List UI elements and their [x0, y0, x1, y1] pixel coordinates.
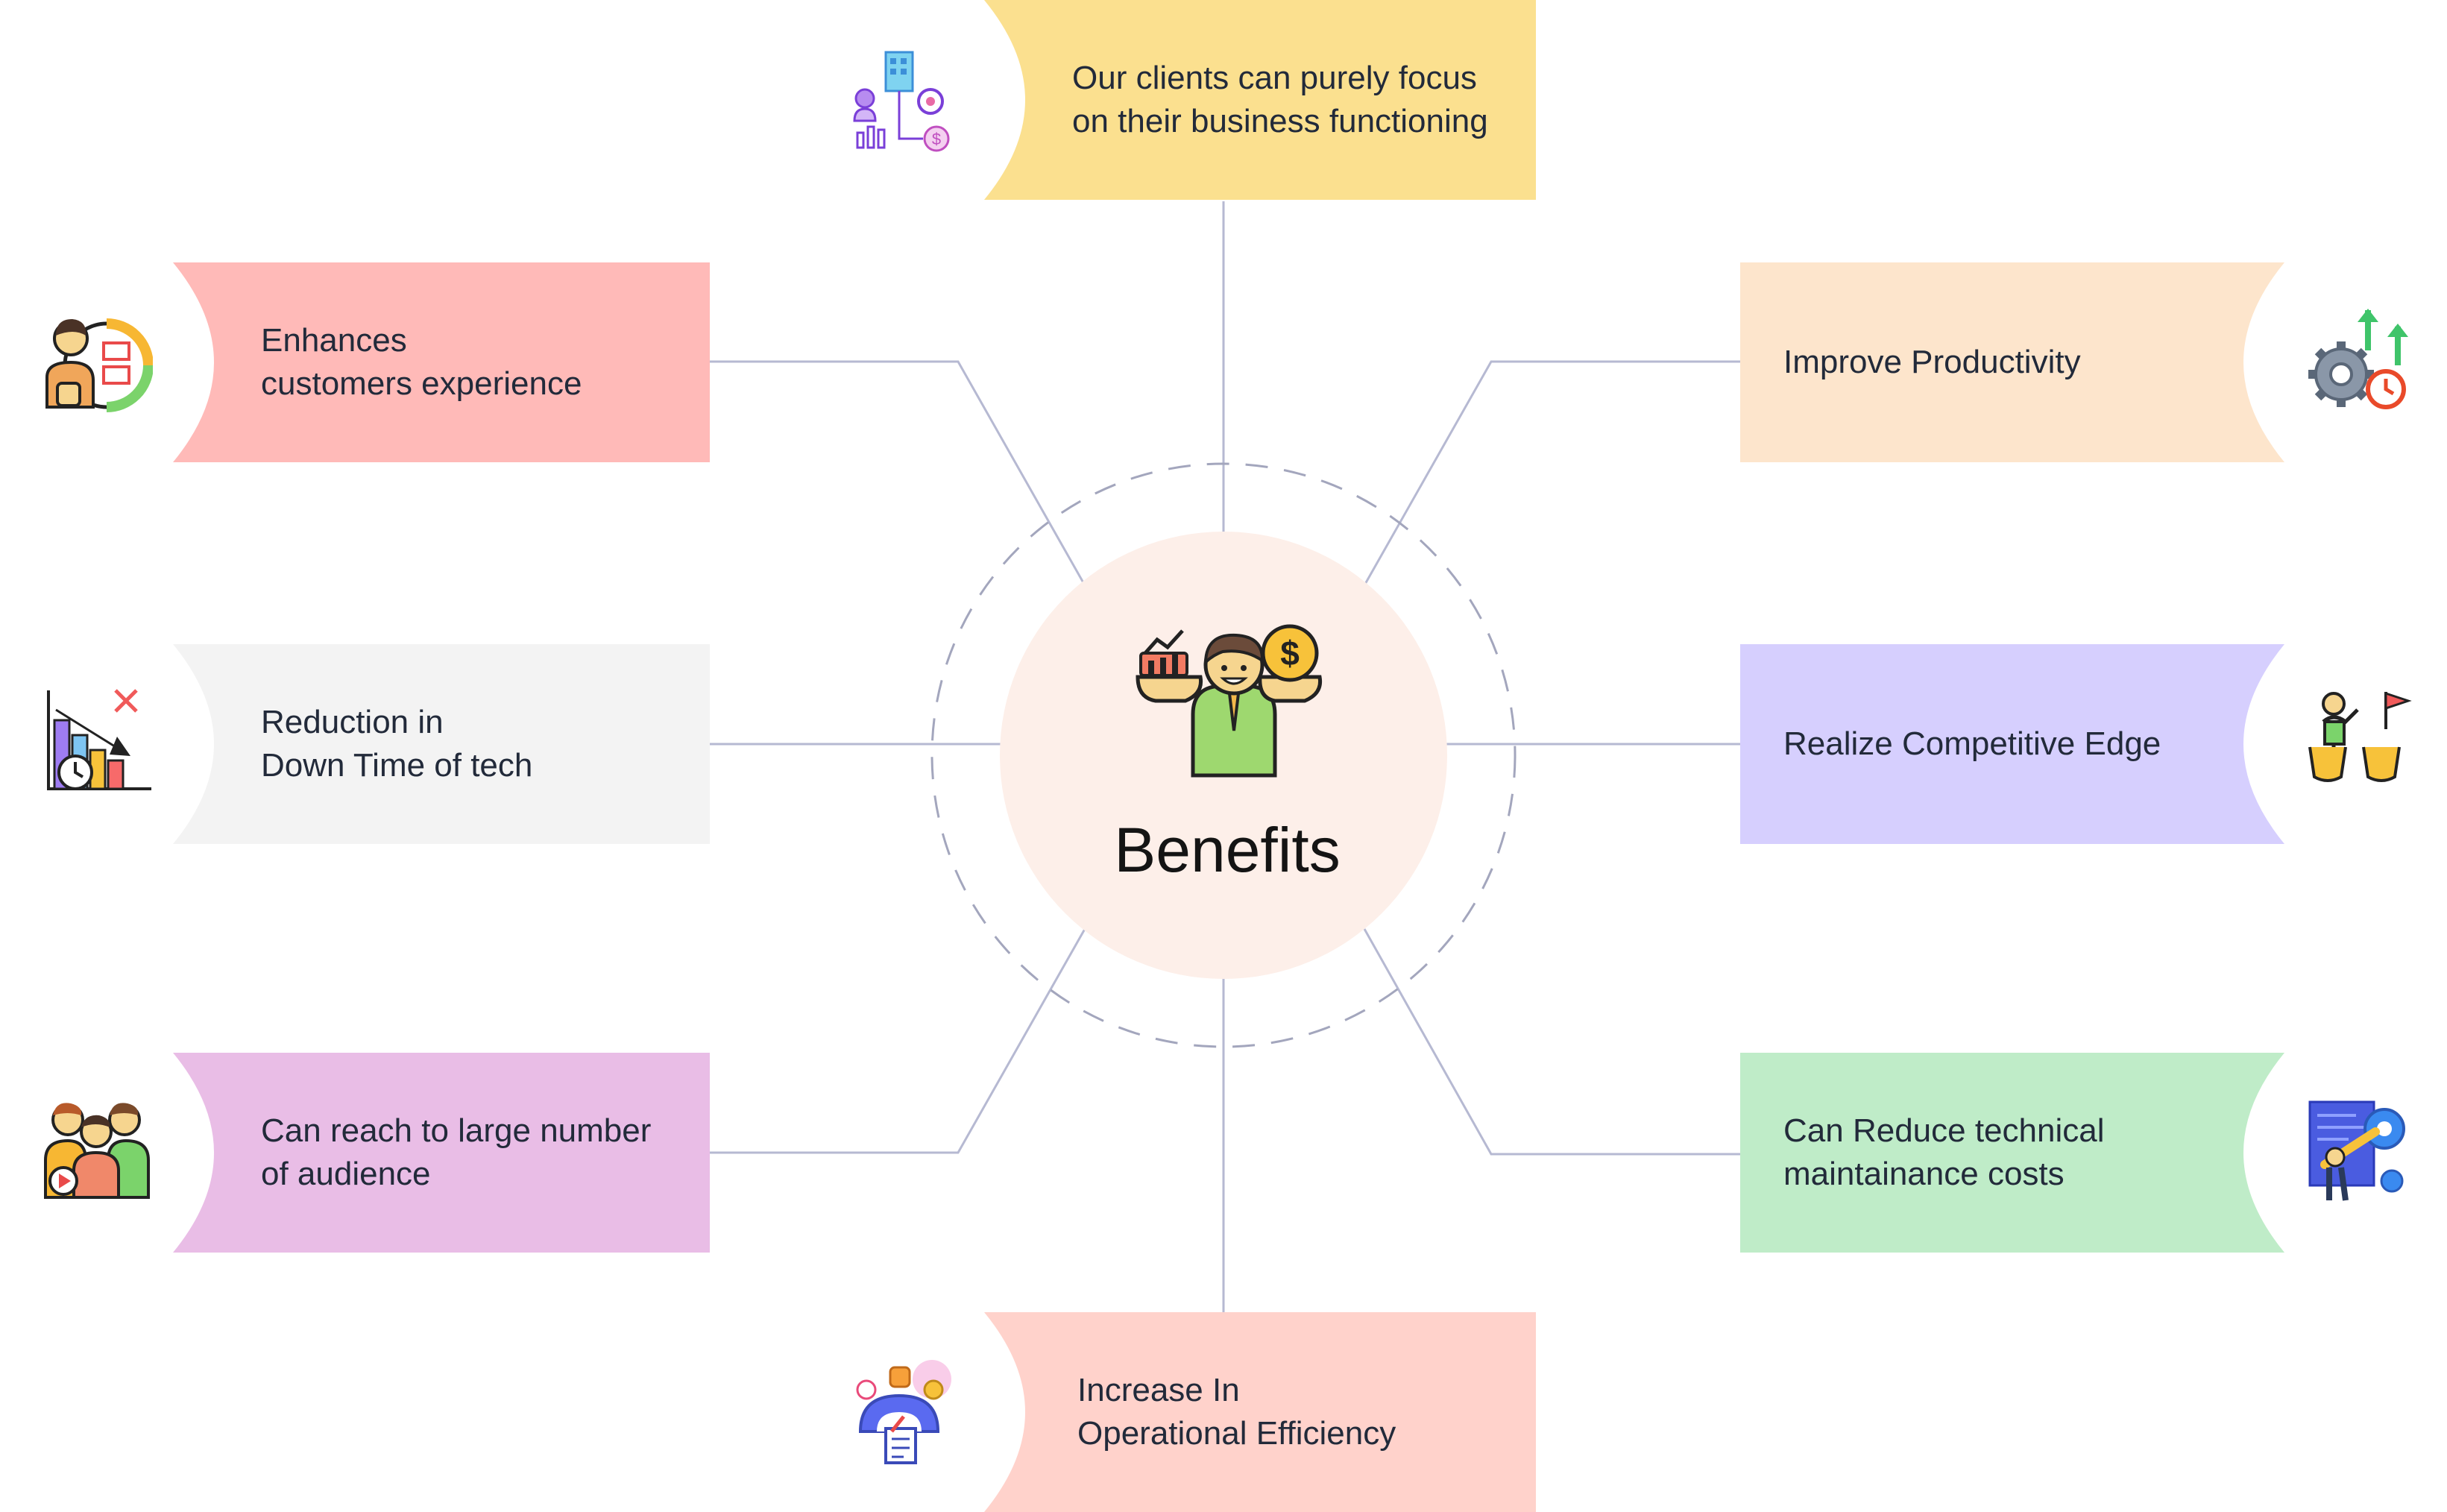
- audience-icon: [41, 1093, 153, 1205]
- benefit-card-maintenance-costs: Can Reduce technical maintainance costs: [1740, 1053, 2284, 1253]
- svg-text:$: $: [932, 130, 941, 148]
- connector-left1: [710, 360, 1086, 586]
- benefit-card-client-focus: Our clients can purely focus on their bu…: [984, 0, 1536, 200]
- benefit-text-downtime: Reduction in Down Time of tech: [261, 704, 533, 784]
- businessman-icon: $: [1136, 624, 1323, 778]
- maintenance-icon: [2304, 1093, 2416, 1205]
- benefit-card-customer-experience: Enhances customers experience: [173, 262, 710, 462]
- customer-checklist-icon: [41, 306, 153, 418]
- business-strategy-icon: $: [848, 46, 960, 158]
- connector-right1: [1363, 360, 1740, 586]
- benefit-text-operational-efficiency: Increase In Operational Efficiency: [1077, 1372, 1396, 1452]
- connector-left3: [710, 928, 1086, 1154]
- dashed-ring: [930, 462, 1517, 1048]
- benefit-text-maintenance-costs: Can Reduce technical maintainance costs: [1783, 1112, 2105, 1192]
- competition-icon: [2304, 684, 2416, 796]
- connector-right3: [1363, 928, 1740, 1156]
- benefit-text-client-focus: Our clients can purely focus on their bu…: [1072, 60, 1488, 139]
- benefit-card-operational-efficiency: Increase In Operational Efficiency: [984, 1312, 1536, 1512]
- benefit-card-productivity: Improve Productivity: [1740, 262, 2284, 462]
- downtime-chart-icon: [41, 684, 153, 796]
- benefit-card-downtime: Reduction in Down Time of tech: [173, 644, 710, 844]
- efficiency-icon: [850, 1357, 962, 1469]
- benefit-text-competitive-edge: Realize Competitive Edge: [1783, 725, 2161, 762]
- hub-title: Benefits: [1114, 815, 1341, 885]
- benefit-card-audience: Can reach to large number of audience: [173, 1053, 710, 1253]
- benefit-text-customer-experience: Enhances customers experience: [261, 322, 582, 402]
- svg-text:$: $: [1280, 634, 1300, 672]
- gear-growth-icon: [2304, 306, 2416, 418]
- benefit-card-competitive-edge: Realize Competitive Edge: [1740, 644, 2284, 844]
- benefit-text-productivity: Improve Productivity: [1783, 344, 2081, 380]
- benefit-text-audience: Can reach to large number of audience: [261, 1112, 652, 1192]
